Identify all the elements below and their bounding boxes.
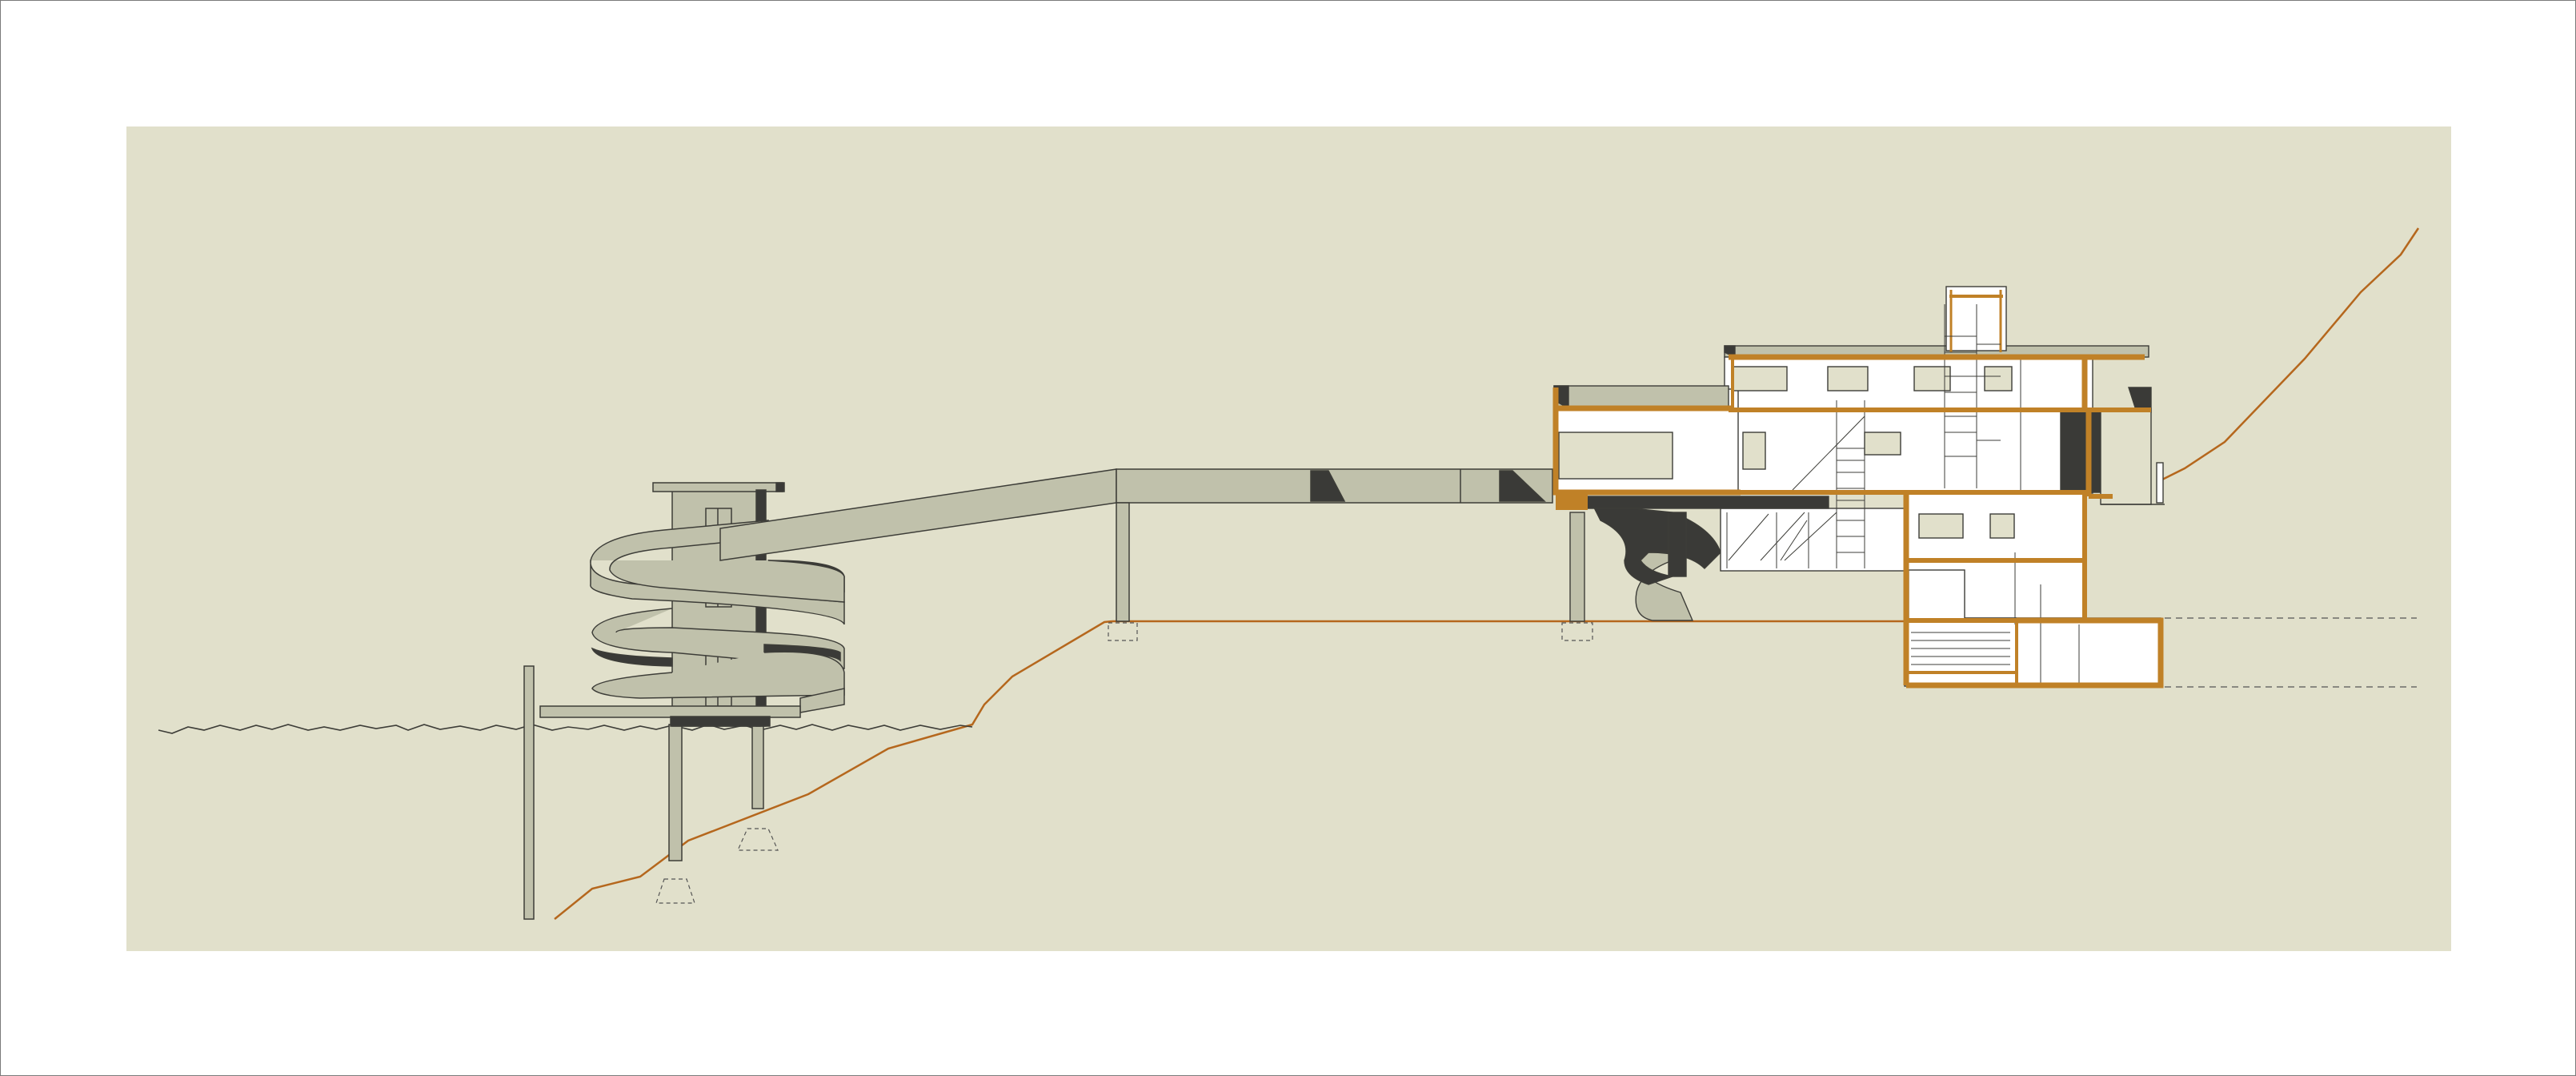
window-7 [1864, 432, 1901, 456]
bridge-dark-truss-right [1499, 470, 1546, 502]
tower-pole [523, 665, 535, 920]
section-cut-lines [1552, 354, 2164, 689]
main-building-section [1553, 286, 2165, 687]
bridge-support [1116, 502, 1130, 622]
right-terrace-wall [2100, 408, 2152, 505]
window-8 [1918, 513, 1964, 539]
window-5 [1558, 432, 1673, 480]
building-support [1569, 512, 1585, 622]
tower-pile-left [668, 724, 683, 861]
window-10 [1908, 569, 1965, 620]
terrain-right-slope [2160, 227, 2420, 482]
lower-wing-slab [1584, 496, 1829, 509]
building-support-footing [1561, 622, 1593, 641]
basement-steps [1911, 632, 2010, 673]
tower-pile-right [751, 724, 764, 809]
pile-footing-right [737, 828, 779, 851]
pile-footing-left [655, 878, 695, 904]
window-6 [1742, 432, 1766, 470]
spiral-ramp-upper-arc [590, 520, 845, 603]
tower-roof-edge [775, 482, 785, 492]
bridge-support-footing [1108, 622, 1138, 641]
left-wing-roof [1553, 385, 1729, 409]
internal-stairs [1760, 304, 2080, 685]
spiral-ramp-mid-dark [591, 647, 673, 667]
window-9 [1989, 513, 2015, 539]
window-4 [1984, 366, 2013, 391]
spiral-ramp-low [591, 651, 845, 699]
lower-glass-room [1720, 508, 1907, 572]
right-terrace-dark [2060, 412, 2101, 493]
window-2 [1827, 366, 1869, 391]
water-line [158, 724, 973, 734]
bridge-dark-truss-left [1310, 470, 1346, 502]
right-basement [1904, 617, 2161, 687]
terrain-left-slope [554, 620, 1113, 920]
window-1 [1732, 366, 1788, 391]
tower-base-deck [539, 705, 801, 718]
terrain-profile [554, 227, 2420, 920]
bridge-walkway [719, 468, 1553, 641]
stair-column [1668, 512, 1687, 577]
right-terrace-post [2156, 462, 2164, 504]
drawing-panel [126, 126, 2451, 951]
building-spiral-stair-dark [1591, 504, 1721, 585]
glass-railings [1726, 512, 1809, 568]
tower-base-slab [670, 716, 771, 727]
